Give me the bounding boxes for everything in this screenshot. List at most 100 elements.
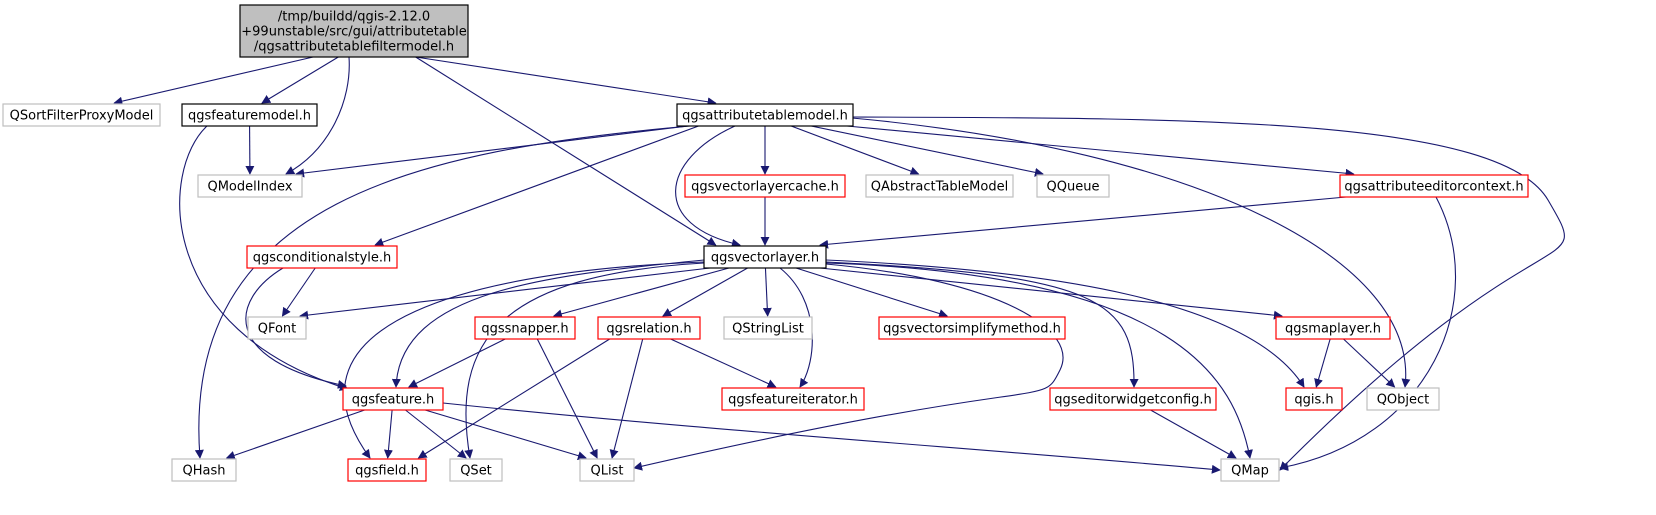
node-box <box>197 174 303 198</box>
node-box <box>239 4 469 58</box>
node-label: QMap <box>1231 464 1269 479</box>
node-qobject: QObject <box>1366 387 1440 411</box>
node-label: QObject <box>1377 393 1430 408</box>
node-qgsconditionalstyle[interactable]: qgsconditionalstyle.h <box>246 245 398 269</box>
edge-qgsrelation-to-qgsfield <box>417 338 610 459</box>
edge-qgsvectorlayer-to-qgsfeature <box>391 259 705 388</box>
edge-qgsvectorlayer-to-qlist <box>633 263 1064 471</box>
node-label: qgsattributeeditorcontext.h <box>1344 180 1523 195</box>
node-box <box>449 458 503 482</box>
node-qgsvectorlayercache[interactable]: qgsvectorlayercache.h <box>684 174 846 198</box>
node-box <box>1275 316 1391 340</box>
edge-qgsfeaturemodel-to-qgsfeature <box>179 125 349 391</box>
edge-qgsattributetablemodel-to-qhash <box>194 125 691 459</box>
node-qlist: QList <box>579 458 635 482</box>
edge-qgsvectorlayer-to-qgssnapper <box>552 267 730 319</box>
edge-qgssnapper-to-qlist <box>536 338 598 459</box>
edge-qgsattributeeditorcontext-to-qgsvectorlayer <box>819 196 1347 249</box>
node-box <box>878 316 1066 340</box>
edge-qgsfeature-to-qmap <box>442 402 1221 474</box>
node-box <box>171 458 237 482</box>
node-qhash: QHash <box>171 458 237 482</box>
node-box <box>342 387 444 411</box>
edge-qgseditorwidgetconfig-to-qmap <box>1150 409 1237 459</box>
edge-qgsmaplayer-to-qobject <box>1343 338 1396 388</box>
edge-qgsconditionalstyle-to-qgsfeature <box>245 267 347 389</box>
edge-qgsattributetablemodel-to-qgsattributeeditorcontext <box>846 125 1355 178</box>
edge-qgsvectorlayer-to-qgsmaplayer <box>819 267 1283 320</box>
node-qgsmaplayer[interactable]: qgsmaplayer.h <box>1275 316 1391 340</box>
edge-qgssnapper-to-qgsfeature <box>408 338 506 388</box>
node-qfont: QFont <box>247 316 307 340</box>
node-label: +99unstable/src/gui/attributetable <box>241 25 466 40</box>
node-label: qgsrelation.h <box>606 322 691 337</box>
node-label: QAbstractTableModel <box>871 180 1008 195</box>
node-qgseditorwidgetconfig[interactable]: qgseditorwidgetconfig.h <box>1049 387 1217 411</box>
edge-qgsvectorlayer-to-qstringlist <box>762 267 772 317</box>
node-label: QQueue <box>1047 180 1100 195</box>
node-label: qgsfeaturemodel.h <box>188 109 311 124</box>
node-box <box>1285 387 1343 411</box>
node-qgsfield[interactable]: qgsfield.h <box>347 458 427 482</box>
edge-qgsfeature-to-qlist <box>424 409 587 460</box>
node-label: QSortFilterProxyModel <box>10 109 154 124</box>
edge-layer <box>113 56 1565 474</box>
node-qgsattributetablemodel[interactable]: qgsattributetablemodel.h <box>676 103 854 127</box>
edge-root-to-qmodelindex <box>285 56 350 175</box>
node-qgsvectorsimplifymethod[interactable]: qgsvectorsimplifymethod.h <box>878 316 1066 340</box>
node-box <box>597 316 701 340</box>
node-label: qgsfeatureiterator.h <box>728 393 858 408</box>
node-box <box>723 316 813 340</box>
node-qmodelindex: QModelIndex <box>197 174 303 198</box>
node-box <box>1049 387 1217 411</box>
node-label: qgsvectorlayercache.h <box>691 180 839 195</box>
edge-qgsattributetablemodel-to-qqueue <box>811 125 1044 177</box>
edge-qgsrelation-to-qgsfeatureiterator <box>670 338 777 388</box>
node-box <box>246 245 398 269</box>
node-label: qgssnapper.h <box>481 322 568 337</box>
node-label: qgsfeature.h <box>352 393 435 408</box>
edge-qgsvectorlayer-to-qgsrelation <box>662 267 748 317</box>
node-label: QStringList <box>732 322 804 337</box>
node-box <box>181 103 318 127</box>
node-qgsattributeeditorcontext[interactable]: qgsattributeeditorcontext.h <box>1339 174 1529 198</box>
node-qgis[interactable]: qgis.h <box>1285 387 1343 411</box>
edge-qgsattributetablemodel-to-qmodelindex <box>295 125 688 178</box>
edge-root-to-qgsvectorlayer <box>415 56 717 246</box>
node-box <box>1036 174 1110 198</box>
node-qgsvectorlayer[interactable]: qgsvectorlayer.h <box>703 245 827 269</box>
node-label: QList <box>591 464 624 479</box>
node-box <box>721 387 865 411</box>
node-label: /tmp/buildd/qgis-2.12.0 <box>278 10 430 25</box>
node-box <box>1366 387 1440 411</box>
node-qqueue: QQueue <box>1036 174 1110 198</box>
node-qgssnapper[interactable]: qgssnapper.h <box>474 316 576 340</box>
node-root[interactable]: /tmp/buildd/qgis-2.12.0+99unstable/src/g… <box>239 4 469 58</box>
edge-qgsvectorlayer-to-qmap <box>825 262 1253 459</box>
node-label: QHash <box>183 464 226 479</box>
node-box <box>247 316 307 340</box>
node-box <box>474 316 576 340</box>
node-qgsrelation[interactable]: qgsrelation.h <box>597 316 701 340</box>
node-box <box>1220 458 1280 482</box>
node-box <box>684 174 846 198</box>
edge-qgsfeature-to-qgsfield <box>383 409 393 459</box>
node-qabstracttablemodel: QAbstractTableModel <box>865 174 1014 198</box>
edge-root-to-qsortfilterproxymodel <box>113 56 314 106</box>
node-qstringlist: QStringList <box>723 316 813 340</box>
node-label: qgsconditionalstyle.h <box>253 251 392 266</box>
node-label: QModelIndex <box>207 180 292 195</box>
node-qset: QSet <box>449 458 503 482</box>
edge-qgsattributeeditorcontext-to-qmap <box>1279 196 1457 471</box>
node-qsortfilterproxymodel: QSortFilterProxyModel <box>2 103 161 127</box>
node-label: qgsmaplayer.h <box>1285 322 1381 337</box>
edge-qgsattributetablemodel-to-qgsconditionalstyle <box>374 125 699 247</box>
edge-qgsvectorlayer-to-qfont <box>299 267 711 320</box>
node-qgsfeatureiterator[interactable]: qgsfeatureiterator.h <box>721 387 865 411</box>
node-label: qgseditorwidgetconfig.h <box>1054 393 1212 408</box>
node-label: qgsvectorsimplifymethod.h <box>883 322 1061 337</box>
node-label: QFont <box>258 322 297 337</box>
node-qgsfeaturemodel[interactable]: qgsfeaturemodel.h <box>181 103 318 127</box>
node-qgsfeature[interactable]: qgsfeature.h <box>342 387 444 411</box>
